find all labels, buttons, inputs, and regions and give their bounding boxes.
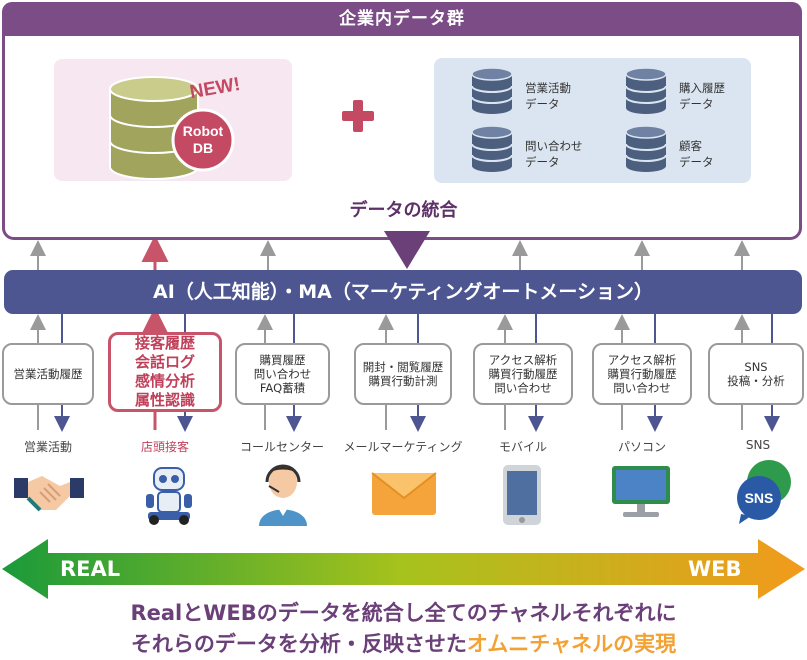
database-icon [625,67,667,114]
channel-label-callcenter: コールセンター [239,440,324,454]
channel-box-line: アクセス解析 [488,353,558,367]
db-label-inquiry: 問い合わせ データ [525,139,583,169]
channel-box-line: 営業活動履歴 [13,367,83,381]
channel-box-line: 問い合わせ [494,381,552,395]
ai-ma-bar: AI（人工知能）・MA（マーケティングオートメーション） [4,270,802,314]
sns-icon: SNS [737,460,791,524]
plus-icon [338,96,378,136]
message-line-1: RealとWEBのデータを統合し全てのチャネルそれぞれに [130,601,677,625]
channel-label-email: メールマーケティング [343,440,463,454]
channel-box-pc: アクセス解析購買行動履歴問い合わせ [592,343,692,405]
robot-db-icon: Robot DB NEW! [109,74,242,180]
channel-box-text: アクセス解析購買行動履歴問い合わせ [489,353,558,395]
web-label: WEB [688,557,742,581]
message-line-2-accent: オムニチャネルの実現 [466,632,677,656]
channel-box-email: 開封・閲覧履歴購買行動計測 [354,343,452,405]
real-label: REAL [60,557,121,581]
handshake-icon [14,476,84,512]
database-icon [625,125,667,172]
smartphone-icon [503,465,541,525]
operator-icon [259,464,307,526]
channel-box-line: 購買行動履歴 [607,367,677,381]
real-web-arrow [2,539,805,599]
channel-box-text: 接客履歴会話ログ感情分析属性認識 [135,334,195,410]
message-line-2-prefix: それらのデータを分析・反映させた [130,632,467,656]
sns-icon-text: SNS [745,490,774,506]
integration-label: データの統合 [349,200,458,221]
mail-icon [371,472,437,515]
channel-label-store: 店頭接客 [140,440,189,454]
robot-db-text-2: DB [193,140,213,156]
corporate-data-title: 企業内データ群 [2,2,802,36]
robot-icon [146,467,192,525]
channel-box-text: 開封・閲覧履歴購買行動計測 [363,360,444,388]
robot-db-text-1: Robot [183,123,224,139]
new-badge: NEW! [188,74,242,103]
monitor-icon [612,466,670,517]
channel-box-mobile: アクセス解析購買行動履歴問い合わせ [473,343,573,405]
database-icons [471,67,667,172]
channel-box-line: 投稿・分析 [727,374,785,388]
channel-box-line: 開封・閲覧履歴 [362,360,444,374]
channel-box-line: FAQ蓄積 [259,381,306,395]
channel-box-line: 購買履歴 [259,353,306,367]
db-label-customer: 顧客 データ [679,139,714,169]
channel-box-line: 接客履歴 [134,334,195,352]
channel-box-line: 購買行動計測 [368,374,438,388]
channel-box-line: 問い合わせ [253,367,312,381]
message-line-2: それらのデータを分析・反映させたオムニチャネルの実現 [0,628,807,658]
channel-box-line: 感情分析 [134,372,195,390]
channel-label-sns: SNS [745,438,771,452]
channel-box-line: 会話ログ [134,353,195,371]
channel-label-sales: 営業活動 [23,440,72,454]
channel-box-line: 問い合わせ [613,381,671,395]
channel-box-store: 接客履歴会話ログ感情分析属性認識 [108,332,222,412]
channel-box-line: 属性認識 [134,391,195,409]
channel-box-text: アクセス解析購買行動履歴問い合わせ [608,353,677,395]
db-label-sales: 営業活動 データ [525,81,571,111]
channel-box-line: SNS [744,360,768,374]
channel-box-sales: 営業活動履歴 [2,343,94,405]
integration-down-arrow [384,231,430,269]
channel-box-line: アクセス解析 [607,353,677,367]
channel-box-text: 営業活動履歴 [14,367,83,381]
database-icon [471,67,513,114]
channel-label-mobile: モバイル [498,440,547,454]
database-icon [471,125,513,172]
channel-box-line: 購買行動履歴 [488,367,558,381]
db-label-purchase: 購入履歴 データ [679,81,725,111]
channel-label-pc: パソコン [617,440,666,454]
